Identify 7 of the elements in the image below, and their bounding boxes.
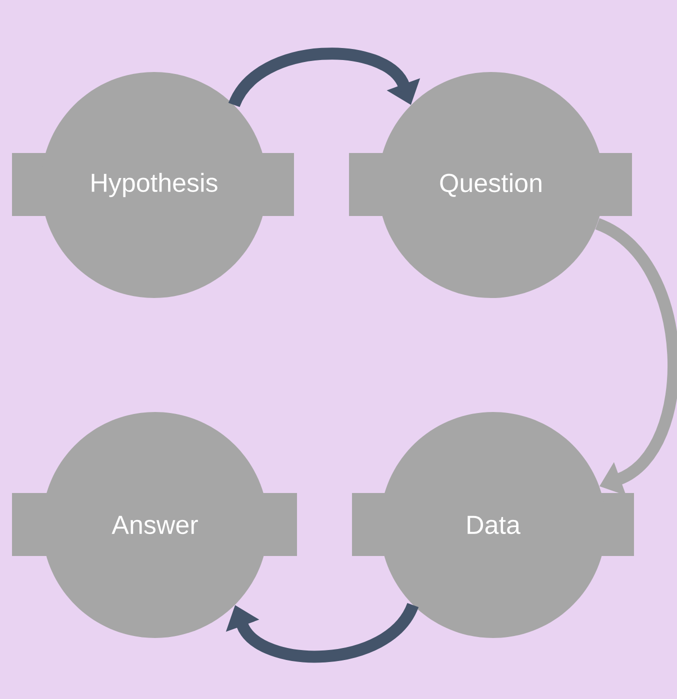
circle-node: Data [352,412,634,638]
curved-arrow [226,602,418,662]
circle-node: Hypothesis [12,72,294,298]
circle-node: Answer [12,412,297,638]
curved-arrow [594,218,677,496]
circle-node: Question [349,72,632,298]
curved-arrow [228,48,420,108]
